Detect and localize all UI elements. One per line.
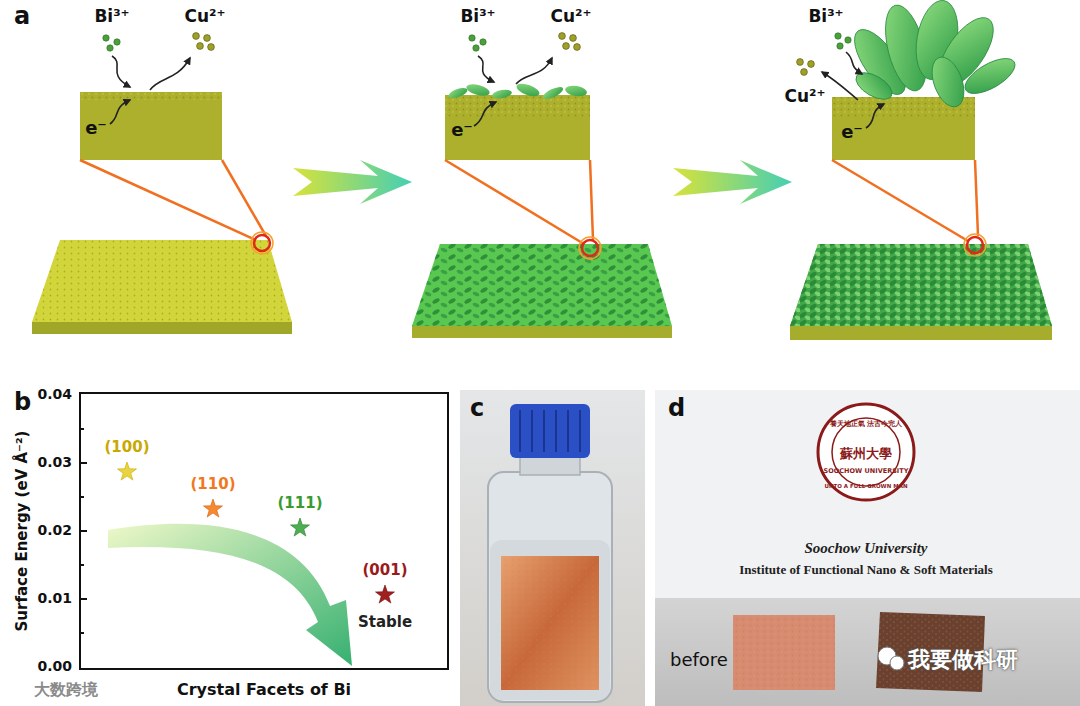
tick-label: 0.03 bbox=[37, 455, 72, 470]
panel-letter: a bbox=[14, 3, 30, 29]
panel-letter: d bbox=[668, 395, 685, 421]
tick-label: 0.01 bbox=[37, 591, 72, 606]
seal-text: UNTO A FULL GROWN MAN bbox=[824, 483, 907, 489]
axis-title: Crystal Facets of Bi bbox=[177, 681, 351, 699]
seal-text: 養天地正氣 法古今完人 bbox=[830, 421, 902, 429]
electron-label: e⁻ bbox=[85, 118, 107, 138]
panel-letter: c bbox=[470, 395, 484, 421]
axis-title: Surface Energy (eV Å⁻²) bbox=[14, 431, 31, 632]
bottle-photo bbox=[460, 390, 645, 706]
ion-label: Bi³⁺ bbox=[808, 7, 843, 26]
scene-one bbox=[32, 33, 292, 334]
watermark: 大数跨境 bbox=[34, 681, 98, 699]
scene-two bbox=[412, 33, 672, 338]
foam-photo bbox=[655, 390, 1080, 706]
photo-label: before bbox=[670, 650, 728, 670]
facet-label: (100) bbox=[104, 439, 149, 456]
ion-label: Cu²⁺ bbox=[185, 7, 226, 26]
tick-label: 0.04 bbox=[37, 387, 72, 402]
panel-letter: b bbox=[14, 389, 31, 415]
ion-label: Cu²⁺ bbox=[551, 7, 592, 26]
facet-label: (111) bbox=[277, 495, 322, 512]
tick-label: 0.02 bbox=[37, 523, 72, 538]
sign-text: Institute of Functional Nano & Soft Mate… bbox=[739, 563, 993, 577]
stage-arrow bbox=[293, 160, 412, 204]
ion-label: Cu²⁺ bbox=[785, 87, 826, 106]
ion-label: Bi³⁺ bbox=[94, 7, 129, 26]
electron-label: e⁻ bbox=[451, 120, 473, 140]
watermark: 我要做科研 bbox=[908, 648, 1018, 672]
tick-label: 0.00 bbox=[37, 659, 72, 674]
note-label: Stable bbox=[358, 614, 412, 631]
facet-label: (110) bbox=[190, 476, 235, 493]
scene-three bbox=[790, 0, 1052, 340]
surface-energy-chart bbox=[80, 393, 448, 669]
seal-text: SOOCHOW UNIVERSITY bbox=[824, 468, 909, 475]
ion-label: Bi³⁺ bbox=[460, 7, 495, 26]
facet-label: (001) bbox=[362, 562, 407, 579]
stage-arrow bbox=[673, 160, 792, 204]
sign-text: Soochow University bbox=[805, 540, 928, 557]
electron-label: e⁻ bbox=[841, 122, 863, 142]
seal-text: 蘇州大學 bbox=[840, 447, 892, 461]
